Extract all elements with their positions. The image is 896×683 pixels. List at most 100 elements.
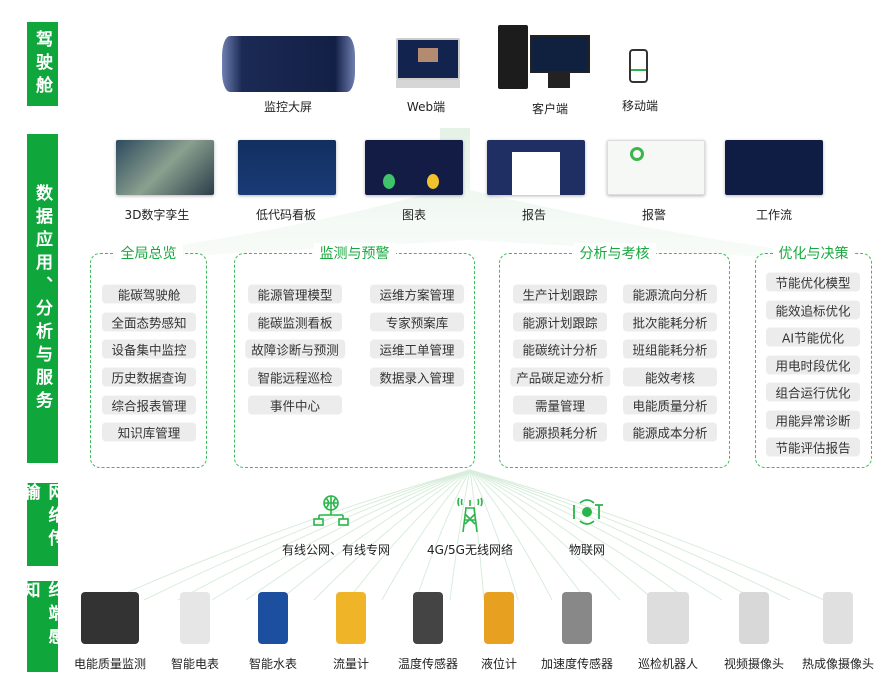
function-item[interactable]: AI节能优化 <box>766 327 860 347</box>
function-item[interactable]: 能源计划跟踪 <box>513 312 607 332</box>
function-item[interactable]: 能源流向分析 <box>623 284 717 304</box>
network-label-iot: 物联网 <box>568 543 606 557</box>
app-thumb-report[interactable] <box>487 140 585 195</box>
device-label: 液位计 <box>480 657 518 671</box>
cockpit-label-mobile: 移动端 <box>621 99 659 113</box>
big-screen-image <box>222 36 355 92</box>
group-optimization: 优化与决策 <box>755 243 872 468</box>
ray-line <box>469 469 757 601</box>
ray-line <box>245 469 471 601</box>
function-item[interactable]: 生产计划跟踪 <box>513 284 607 304</box>
ray-line <box>313 469 471 601</box>
device-label: 温度传感器 <box>397 657 459 671</box>
device-image <box>562 592 592 644</box>
function-item[interactable]: 能效考核 <box>623 367 717 387</box>
device-label: 视频摄像头 <box>723 657 785 671</box>
ray-line <box>469 469 519 601</box>
function-item[interactable]: 用电时段优化 <box>766 355 860 375</box>
app-label-lowcode: 低代码看板 <box>255 208 317 222</box>
ray-line <box>211 469 471 601</box>
app-thumb-lowcode-dashboard[interactable] <box>238 140 336 195</box>
function-item[interactable]: 专家预案库 <box>370 312 464 332</box>
function-item[interactable]: 节能评估报告 <box>766 437 860 457</box>
wired-network-icon <box>313 495 349 526</box>
function-item[interactable]: 用能异常诊断 <box>766 410 860 430</box>
device-image <box>484 592 514 644</box>
app-thumb-alarm[interactable] <box>607 140 705 195</box>
device-image <box>180 592 210 644</box>
mobile-phone-image <box>629 49 648 83</box>
function-item[interactable]: 事件中心 <box>248 395 342 415</box>
layer-label-terminal: 终端感知 <box>20 581 65 672</box>
ray-line <box>469 469 689 601</box>
function-item[interactable]: 能碳监测看板 <box>248 312 342 332</box>
group-title: 分析与考核 <box>573 243 656 263</box>
pc-tower-image <box>498 25 528 89</box>
device-label: 巡检机器人 <box>637 657 699 671</box>
group-overview: 全局总览 <box>90 243 207 468</box>
device-label: 热成像摄像头 <box>801 657 875 671</box>
function-item[interactable]: 产品碳足迹分析 <box>510 367 610 387</box>
ray-line <box>449 469 471 601</box>
function-item[interactable]: 综合报表管理 <box>102 395 196 415</box>
ray-line <box>177 469 471 601</box>
ray-line <box>469 469 553 601</box>
function-item[interactable]: 需量管理 <box>513 395 607 415</box>
app-thumb-charts[interactable] <box>365 140 463 195</box>
ray-line <box>469 469 825 601</box>
function-item[interactable]: 能效追标优化 <box>766 300 860 320</box>
function-item[interactable]: 组合运行优化 <box>766 382 860 402</box>
device-label: 加速度传感器 <box>540 657 614 671</box>
function-item[interactable]: 数据录入管理 <box>370 367 464 387</box>
function-item[interactable]: 能源损耗分析 <box>513 422 607 442</box>
function-item[interactable]: 能源成本分析 <box>623 422 717 442</box>
ray-line <box>347 469 471 601</box>
function-item[interactable]: 设备集中监控 <box>102 339 196 359</box>
ray-line <box>415 469 471 601</box>
device-image <box>81 592 139 644</box>
group-title: 优化与决策 <box>772 243 855 263</box>
device-label: 电能质量监测 <box>73 657 147 671</box>
app-thumb-3d-twin[interactable] <box>116 140 214 195</box>
upward-arrow-shape <box>110 92 820 260</box>
function-item[interactable]: 能源管理模型 <box>248 284 342 304</box>
device-image <box>739 592 769 644</box>
ray-line <box>109 469 471 601</box>
ray-line <box>469 469 655 601</box>
group-title: 全局总览 <box>114 243 183 263</box>
function-item[interactable]: 能碳驾驶舱 <box>102 284 196 304</box>
function-item[interactable]: 故障诊断与预测 <box>245 339 345 359</box>
ray-line <box>469 469 587 601</box>
app-label-report: 报告 <box>521 208 547 222</box>
device-image <box>336 592 366 644</box>
ray-line <box>381 469 471 601</box>
group-analysis: 分析与考核 <box>499 243 730 468</box>
device-image <box>413 592 443 644</box>
network-label-wired: 有线公网、有线专网 <box>281 543 391 557</box>
group-title: 监测与预警 <box>313 243 396 263</box>
ray-line <box>469 469 723 601</box>
network-label-wireless: 4G/5G无线网络 <box>427 543 513 557</box>
function-item[interactable]: 全面态势感知 <box>102 312 196 332</box>
device-label: 智能电表 <box>170 657 220 671</box>
function-item[interactable]: 节能优化模型 <box>766 272 860 292</box>
function-item[interactable]: 运维工单管理 <box>370 339 464 359</box>
function-item[interactable]: 历史数据查询 <box>102 367 196 387</box>
device-image <box>647 592 689 644</box>
function-item[interactable]: 电能质量分析 <box>623 395 717 415</box>
web-monitor-image <box>396 38 460 80</box>
app-thumb-workflow[interactable] <box>725 140 823 195</box>
app-label-workflow: 工作流 <box>755 208 793 222</box>
function-item[interactable]: 知识库管理 <box>102 422 196 442</box>
function-item[interactable]: 能碳统计分析 <box>513 339 607 359</box>
app-label-alarm: 报警 <box>641 208 667 222</box>
function-item[interactable]: 班组能耗分析 <box>623 339 717 359</box>
cockpit-label-web: Web端 <box>406 100 446 114</box>
ray-line <box>279 469 471 601</box>
function-item[interactable]: 智能远程巡检 <box>248 367 342 387</box>
function-item[interactable]: 批次能耗分析 <box>623 312 717 332</box>
device-label: 智能水表 <box>248 657 298 671</box>
function-item[interactable]: 运维方案管理 <box>370 284 464 304</box>
ray-line <box>469 469 791 601</box>
pc-monitor-stand <box>548 73 570 88</box>
